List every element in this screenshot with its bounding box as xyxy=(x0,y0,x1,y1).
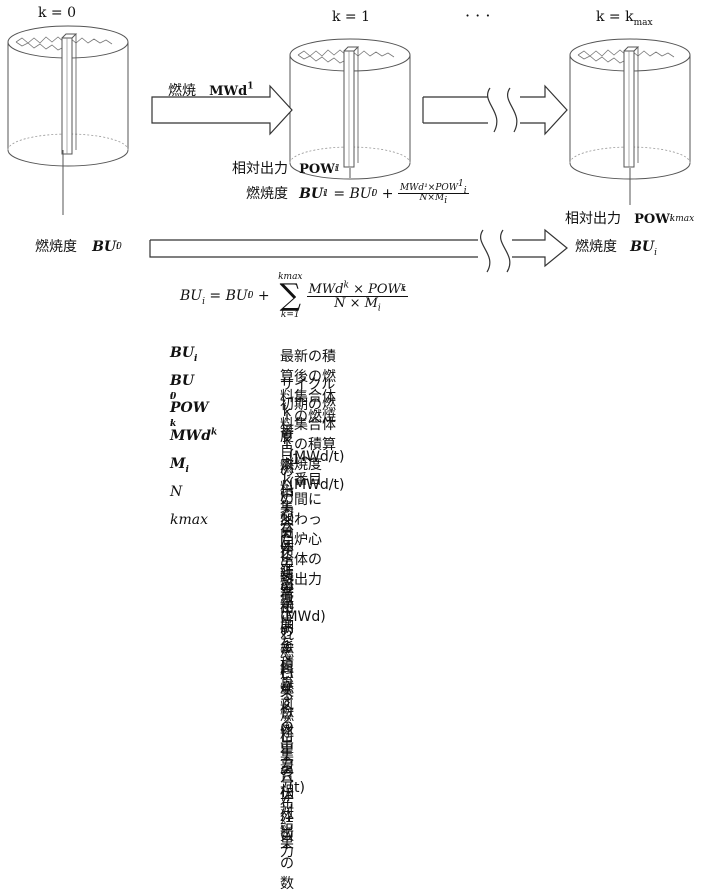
core-burnup-diagram xyxy=(7,25,691,273)
core-cylinder-kmax xyxy=(569,38,691,180)
stage-label-k1: k = 1 xyxy=(332,9,371,25)
burn-arrow-initial-kmax xyxy=(149,228,568,268)
kmax-burnup: 燃焼度 BUi xyxy=(575,239,658,259)
legend-description: サイクル初期の燃料集合体ｉの積算燃焼度（MWd/t) xyxy=(280,377,345,493)
legend-symbol: N xyxy=(170,484,183,500)
legend-description: 今回の燃焼度を積算する出力分布結果の数 xyxy=(280,516,294,892)
legend-symbol: Mi xyxy=(170,456,189,475)
core-cylinder-k0 xyxy=(7,25,129,167)
burn-arrow-k0-k1 xyxy=(151,84,293,136)
core-cylinder-k1 xyxy=(289,38,411,180)
legend-symbol: MWdk xyxy=(170,427,218,444)
stage-label-dots: · · · xyxy=(465,6,491,25)
summation-symbol: kmax∑k=1 xyxy=(278,272,303,320)
stage-label-kmax: k = kmax xyxy=(596,9,653,28)
burn-arrow-label: 燃焼 MWd1 xyxy=(168,81,254,99)
legend-symbol: kmax xyxy=(170,512,209,528)
break-symbol-bottom xyxy=(480,229,511,273)
break-symbol-top xyxy=(487,87,518,133)
legend-description: 最新の積算後の燃料集合体ｉの燃焼度（MWd/t) xyxy=(280,349,345,465)
stage-label-k0: k = 0 xyxy=(38,5,77,21)
burn-arrow-k1-kmax xyxy=(422,84,568,136)
legend-symbol: BUi xyxy=(170,345,198,364)
